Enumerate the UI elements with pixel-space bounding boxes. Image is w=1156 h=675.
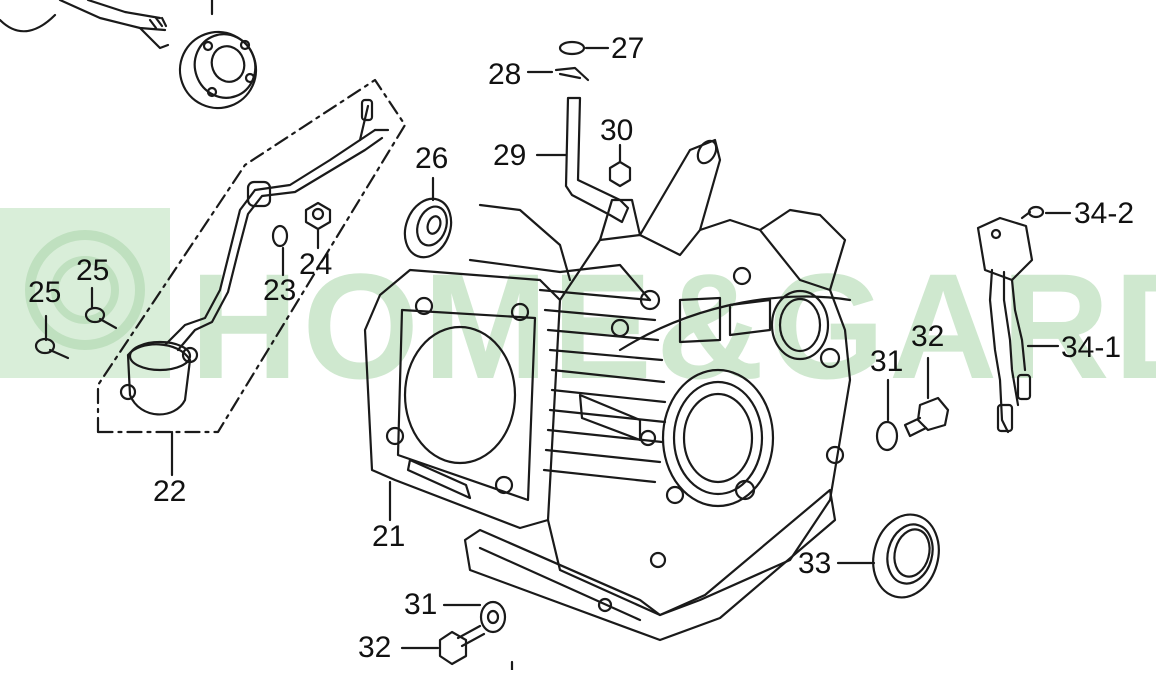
- crankshaft: [0, 0, 170, 50]
- callout-34-2: 34-2: [1074, 197, 1135, 230]
- screw-34-2: [1020, 205, 1045, 220]
- callout-28: 28: [488, 58, 522, 91]
- watermark-text: HOME&GARDEN: [190, 242, 1156, 410]
- washer-23: [271, 224, 289, 248]
- callout-30: 30: [600, 114, 634, 147]
- group-22-boundary: [96, 78, 407, 434]
- bolt-32a: [903, 396, 950, 438]
- callout-25b: 25: [76, 254, 110, 287]
- callout-27: 27: [611, 32, 645, 65]
- callout-31b: 31: [404, 588, 438, 621]
- callout-23: 23: [263, 274, 297, 307]
- watermark: HOME&GARDEN: [0, 208, 1156, 410]
- screw-25b: [84, 306, 118, 330]
- callout-32a: 32: [911, 320, 945, 353]
- bolt-32b: [438, 624, 486, 666]
- rod-29: [564, 96, 630, 224]
- callout-22: 22: [153, 475, 187, 508]
- callout-33: 33: [798, 547, 832, 580]
- callout-24: 24: [299, 248, 333, 281]
- washer-31b: [479, 600, 507, 634]
- callout-34-1: 34-1: [1061, 331, 1122, 364]
- callout-21: 21: [372, 520, 406, 553]
- callout-26: 26: [415, 142, 449, 175]
- nut-30: [608, 160, 632, 188]
- callout-32b: 32: [358, 631, 392, 664]
- oil-seal-33: [872, 513, 940, 599]
- callout-31a: 31: [870, 345, 904, 378]
- oil-sensor: [119, 98, 390, 416]
- drawing: [0, 0, 1072, 672]
- callout-29: 29: [493, 139, 527, 172]
- bearing-26: [403, 197, 453, 259]
- watermark-logo-swirl-inner: [51, 256, 119, 324]
- washer-31a: [875, 420, 899, 452]
- module-34-1: [976, 216, 1034, 434]
- nut-24: [304, 201, 332, 231]
- washer-27: [558, 40, 586, 56]
- watermark-logo-swirl: [25, 230, 145, 350]
- clip-28: [554, 66, 590, 82]
- callout-25a: 25: [28, 276, 62, 309]
- ball-bearing: [178, 30, 258, 110]
- crankcase-21: [363, 138, 852, 642]
